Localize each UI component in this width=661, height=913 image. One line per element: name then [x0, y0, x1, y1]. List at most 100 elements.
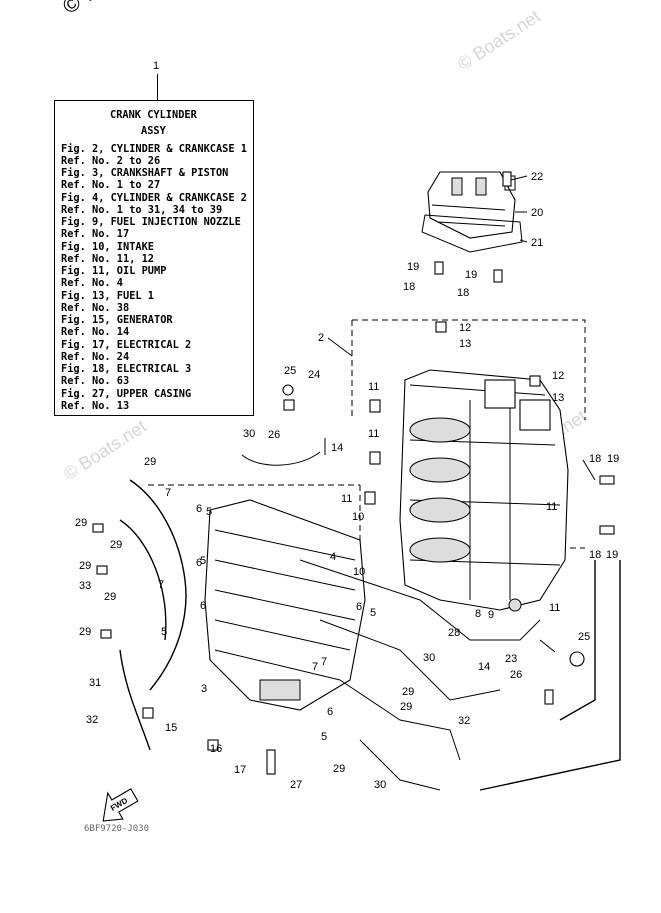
legend-line: Fig. 27, UPPER CASING	[61, 388, 192, 400]
callout: 7	[321, 656, 327, 668]
callout: 14	[331, 442, 343, 454]
callout: 18	[589, 453, 601, 465]
callout: 16	[210, 743, 222, 755]
callout: 29	[333, 763, 345, 775]
callout: 6	[327, 706, 333, 718]
callout: 31	[89, 677, 101, 689]
callout: 5	[321, 731, 327, 743]
callout: 5	[370, 607, 376, 619]
callout: 24	[308, 369, 320, 381]
callout: 6	[356, 601, 362, 613]
legend-line: Fig. 10, INTAKE	[61, 241, 154, 253]
callout: 11	[368, 381, 379, 393]
callout: 13	[459, 338, 471, 350]
callout: 19	[607, 453, 619, 465]
legend-line: Fig. 2, CYLINDER & CRANKCASE 1	[61, 143, 247, 155]
legend-line: Ref. No. 63	[61, 375, 130, 387]
callout: 12	[552, 370, 564, 382]
callout: 19	[407, 261, 419, 273]
callout: 2	[318, 332, 324, 344]
legend-line: Fig. 4, CYLINDER & CRANKCASE 2	[61, 192, 247, 204]
water-hoses	[119, 451, 321, 751]
callout: 17	[234, 764, 246, 776]
callouts: 22 20 21 19 18 19 18 2 12 13 25 24 26 30…	[75, 171, 619, 791]
callout: 3	[201, 683, 207, 695]
callout: 27	[290, 779, 302, 791]
drawing-code: 6BF9720-J030	[84, 824, 150, 834]
cylinder-block	[204, 499, 366, 711]
callout: 30	[374, 779, 386, 791]
callout: 33	[79, 580, 91, 592]
callout: 29	[110, 539, 122, 551]
callout: 7	[165, 487, 171, 499]
callout: 20	[531, 207, 543, 219]
lower-hoses	[299, 559, 621, 791]
legend-box: CRANK CYLINDER ASSY Fig. 2, CYLINDER & C…	[54, 100, 254, 416]
callout: 6	[196, 503, 202, 515]
callout: 12	[459, 322, 471, 334]
callout: 7	[158, 579, 164, 591]
legend-line: Fig. 17, ELECTRICAL 2	[61, 339, 192, 351]
legend-line: Ref. No. 1 to 27	[61, 179, 161, 191]
callout: 13	[552, 392, 564, 404]
callout: 8	[475, 608, 481, 620]
callout: 9	[488, 609, 494, 621]
callout: 10	[352, 511, 364, 523]
callout: 10	[353, 566, 365, 578]
legend-line: Ref. No. 13	[61, 400, 130, 412]
callout: 19	[465, 269, 477, 281]
callout: 11	[341, 493, 352, 505]
callout: 14	[478, 661, 490, 673]
callout: 6	[200, 600, 206, 612]
callout: 25	[284, 365, 296, 377]
legend-line: Fig. 15, GENERATOR	[61, 314, 173, 326]
fwd-arrow-icon: FWD	[102, 788, 139, 822]
legend-line: Fig. 18, ELECTRICAL 3	[61, 363, 192, 375]
assembly-ref-leader	[157, 74, 158, 100]
callout: 26	[268, 429, 280, 441]
assembly-ref: 1	[153, 60, 160, 72]
legend-line: Fig. 13, FUEL 1	[61, 290, 154, 302]
callout: 29	[104, 591, 116, 603]
legend-line: Ref. No. 24	[61, 351, 130, 363]
callout: 5	[200, 555, 206, 567]
callout: 22	[531, 171, 543, 183]
callout: 18	[403, 281, 415, 293]
legend-line: Fig. 9, FUEL INJECTION NOZZLE	[61, 216, 241, 228]
callout: 26	[510, 669, 522, 681]
callout: 32	[86, 714, 98, 726]
callout: 11	[546, 501, 557, 513]
callout: 32	[458, 715, 470, 727]
callout: 29	[400, 701, 412, 713]
legend-title-2: ASSY	[141, 125, 166, 137]
cylinder-head-cover	[421, 171, 523, 253]
callout: 29	[79, 626, 91, 638]
legend-line: Ref. No. 38	[61, 302, 130, 314]
callout: 29	[75, 517, 87, 529]
leader-lines	[324, 175, 596, 653]
bolts	[92, 171, 615, 775]
callout: 29	[79, 560, 91, 572]
legend-line: Ref. No. 4	[61, 277, 123, 289]
legend-line: Ref. No. 14	[61, 326, 130, 338]
callout: 21	[531, 237, 543, 249]
legend-title-1: CRANK CYLINDER	[110, 109, 197, 121]
legend-line: Fig. 11, OIL PUMP	[61, 265, 167, 277]
callout: 11	[368, 428, 379, 440]
callout: 30	[423, 652, 435, 664]
callout: 28	[448, 627, 460, 639]
legend-line: Ref. No. 2 to 26	[61, 155, 161, 167]
callout: 6	[196, 557, 202, 569]
callout: 23	[505, 653, 517, 665]
callout: 11	[549, 602, 560, 614]
legend-line: Ref. No. 17	[61, 228, 130, 240]
callout: 4	[330, 551, 336, 563]
callout: 7	[312, 661, 318, 673]
callout: 25	[578, 631, 590, 643]
callout: 29	[144, 456, 156, 468]
callout: 29	[402, 686, 414, 698]
legend-line: Ref. No. 1 to 31, 34 to 39	[61, 204, 223, 216]
callout: 15	[165, 722, 177, 734]
legend-line: Ref. No. 11, 12	[61, 253, 154, 265]
